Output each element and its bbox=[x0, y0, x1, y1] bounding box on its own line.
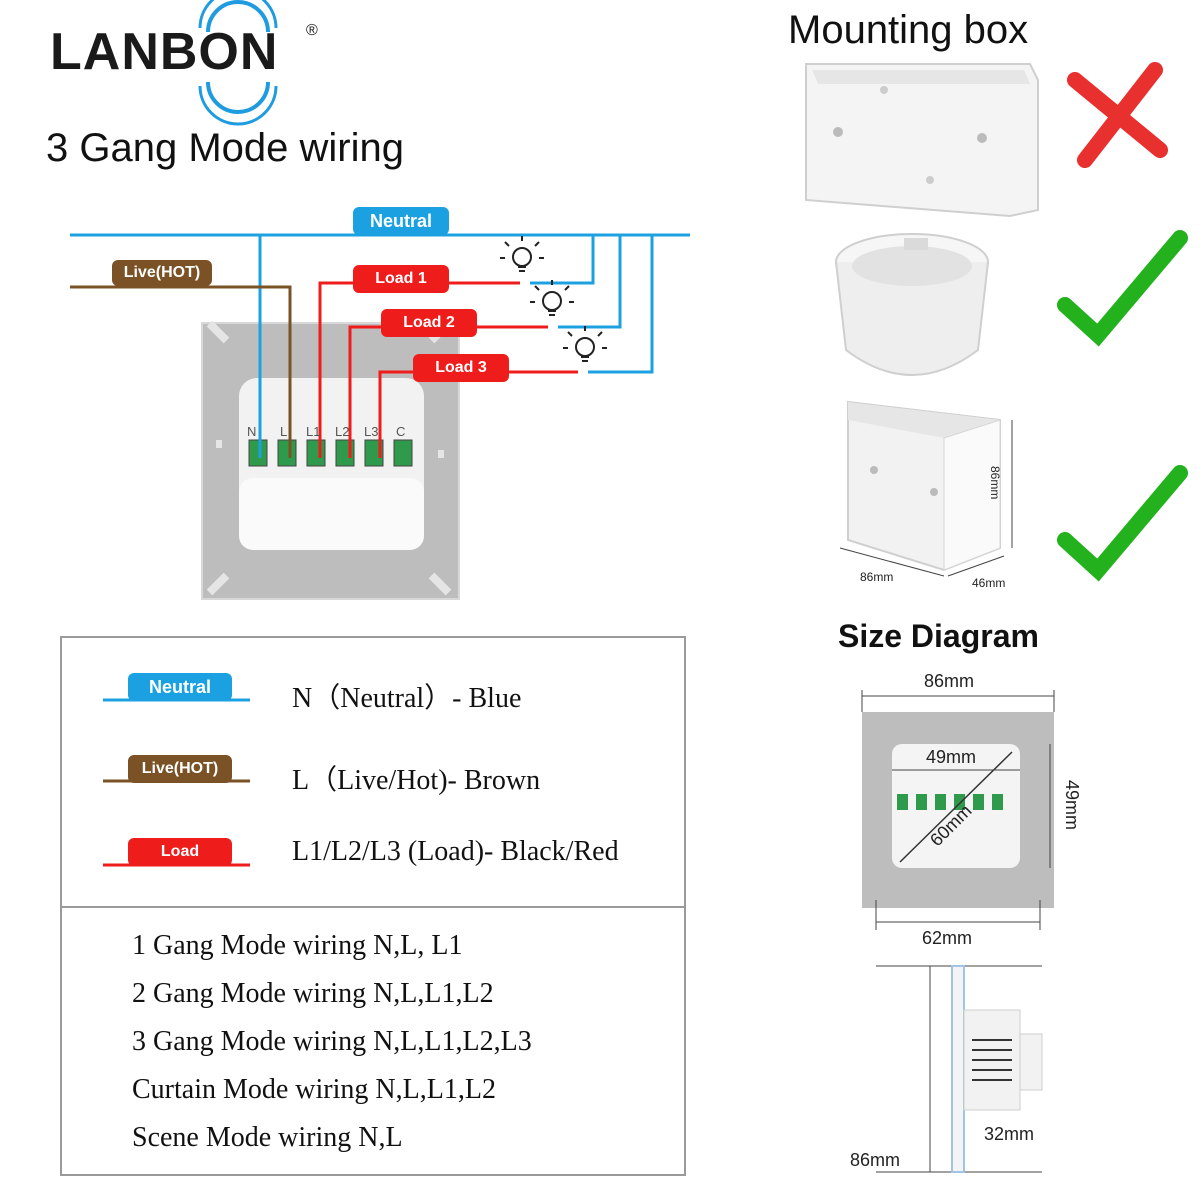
load-3-label: Load 3 bbox=[413, 354, 509, 382]
mounting-box-title: Mounting box bbox=[788, 8, 1029, 52]
legend-live-text: L（Live/Hot)- Brown bbox=[292, 765, 541, 796]
mode-line-4: Curtain Mode wiring N,L,L1,L2 bbox=[132, 1074, 496, 1105]
logo-wifi-icon bbox=[198, 0, 278, 126]
live-label: Live(HOT) bbox=[112, 260, 212, 286]
terminal-label-c: C bbox=[396, 424, 406, 439]
switch-panel bbox=[201, 320, 460, 600]
terminal-label-l2: L2 bbox=[335, 424, 350, 439]
size-diagram-title: Size Diagram bbox=[838, 618, 1039, 654]
terminal-label-n: N bbox=[247, 424, 257, 439]
cross-icon bbox=[1067, 62, 1168, 168]
wiring-title: 3 Gang Mode wiring bbox=[46, 126, 404, 170]
size-side-view bbox=[876, 965, 1043, 1173]
bulb-3-icon bbox=[563, 326, 607, 362]
legend-live-pill: Live(HOT) bbox=[128, 755, 232, 783]
size-side-depth: 32mm bbox=[984, 1124, 1035, 1144]
legend-divider bbox=[60, 906, 686, 908]
mode-line-1: 1 Gang Mode wiring N,L, L1 bbox=[132, 930, 463, 961]
brand-logo: LANBON bbox=[50, 23, 279, 81]
terminal-label-l: L bbox=[280, 424, 288, 439]
bulb-1-icon bbox=[500, 236, 544, 272]
neutral-label: Neutral bbox=[353, 207, 449, 235]
legend-load-pill: Load bbox=[128, 838, 232, 866]
legend-neutral-pill: Neutral bbox=[128, 673, 232, 701]
mode-line-5: Scene Mode wiring N,L bbox=[132, 1122, 403, 1153]
load-2-label: Load 2 bbox=[381, 309, 477, 337]
legend-load-text: L1/L2/L3 (Load)- Black/Red bbox=[292, 836, 619, 867]
size-bottom-width: 62mm bbox=[922, 928, 973, 948]
check-icon-2 bbox=[1057, 465, 1188, 582]
registered-mark: ® bbox=[306, 22, 318, 39]
box-height-dim: 86mm bbox=[988, 466, 1002, 500]
size-module-height: 49mm bbox=[1062, 780, 1082, 831]
size-side-height: 86mm bbox=[850, 1150, 901, 1170]
terminal-label-l1: L1 bbox=[306, 424, 321, 439]
size-width-top: 86mm bbox=[924, 671, 975, 691]
box-width-dim: 86mm bbox=[860, 570, 894, 584]
live-wire bbox=[70, 285, 292, 458]
load-wires bbox=[318, 281, 578, 458]
mode-line-2: 2 Gang Mode wiring N,L,L1,L2 bbox=[132, 978, 494, 1009]
mounting-box-rectangular bbox=[805, 63, 1039, 218]
mounting-box-square bbox=[839, 400, 1013, 577]
bulb-2-icon bbox=[530, 280, 574, 316]
mounting-box-round bbox=[835, 233, 989, 376]
box-depth-dim: 46mm bbox=[972, 576, 1006, 590]
terminal-label-l3: L3 bbox=[364, 424, 379, 439]
size-module-width: 49mm bbox=[926, 747, 977, 767]
mode-line-3: 3 Gang Mode wiring N,L,L1,L2,L3 bbox=[132, 1026, 532, 1057]
load-1-label: Load 1 bbox=[353, 265, 449, 293]
legend-neutral-text: N（Neutral）- Blue bbox=[292, 683, 522, 714]
size-front-view bbox=[861, 690, 1055, 930]
check-icon-1 bbox=[1057, 230, 1188, 347]
neutral-wires bbox=[70, 233, 690, 458]
